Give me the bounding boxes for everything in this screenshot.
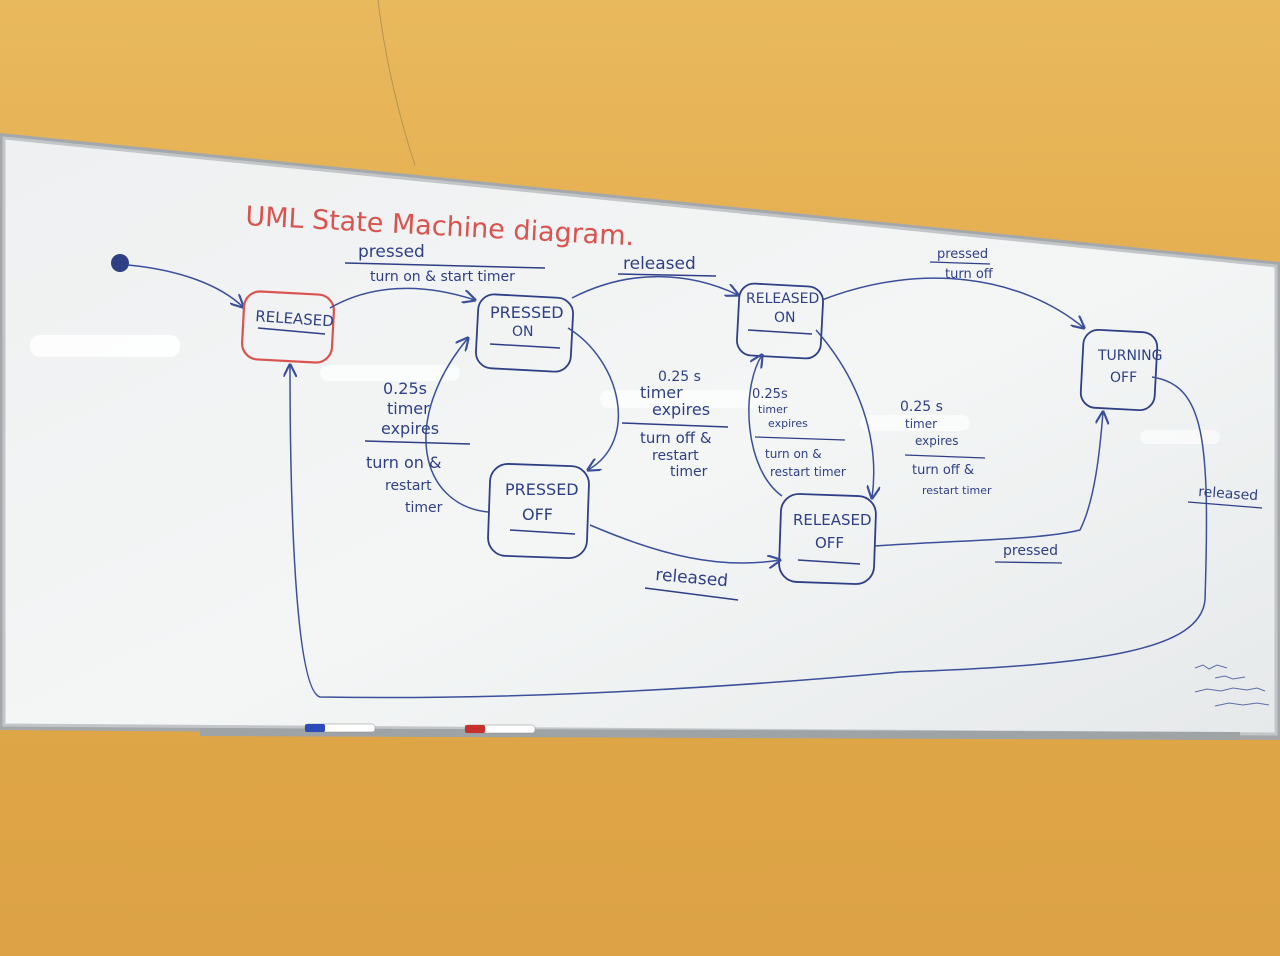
state-released-label: RELEASED bbox=[255, 307, 335, 330]
state-released-on: RELEASED ON bbox=[736, 282, 824, 360]
state-turning-off-label-2: OFF bbox=[1110, 370, 1137, 386]
light-glare bbox=[320, 365, 460, 381]
state-pressed-on-label-2: ON bbox=[512, 324, 534, 340]
label-left-1: 0.25s bbox=[383, 379, 427, 398]
state-released-on-label-2: ON bbox=[774, 310, 796, 326]
state-released-off-label-2: OFF bbox=[815, 534, 844, 552]
scribbled-notes bbox=[1194, 664, 1270, 707]
label-turn-on-start-timer: turn on & start timer bbox=[370, 269, 515, 285]
label-roff-5: restart timer bbox=[922, 484, 992, 497]
state-pressed-on-label-1: PRESSED bbox=[490, 303, 564, 322]
label-left-6: timer bbox=[405, 500, 443, 516]
state-released-off-label-1: RELEASED bbox=[793, 511, 872, 529]
arrow-released-on-to-released-off bbox=[815, 329, 874, 498]
arrow-released-to-pressed-on bbox=[329, 287, 475, 309]
light-glare bbox=[30, 335, 180, 357]
label-center-5: restart bbox=[652, 448, 699, 464]
label-ron-3: expires bbox=[768, 417, 808, 430]
arrow-released-on-to-turning-off bbox=[821, 277, 1084, 328]
transition-arrows bbox=[290, 275, 1208, 699]
label-ron-5: restart timer bbox=[770, 465, 846, 479]
label-pressed-2: pressed bbox=[1003, 543, 1058, 559]
light-glare bbox=[1140, 430, 1220, 444]
hanging-string bbox=[377, 0, 416, 166]
transition-labels: pressed turn on & start timer released p… bbox=[344, 242, 1263, 601]
label-center-6: timer bbox=[670, 464, 708, 480]
label-left-4: turn on & bbox=[366, 453, 441, 472]
initial-state-dot bbox=[111, 254, 129, 272]
label-center-1: 0.25 s bbox=[658, 369, 701, 385]
arrow-pressed-on-to-pressed-off bbox=[567, 327, 620, 470]
arrow-turning-off-to-released bbox=[290, 365, 1208, 699]
state-turning-off-label-1: TURNING bbox=[1097, 348, 1162, 364]
label-roff-1: 0.25 s bbox=[900, 399, 943, 415]
label-center-3: expires bbox=[652, 400, 710, 419]
state-pressed-off-label-2: OFF bbox=[522, 505, 553, 524]
arrow-pressed-off-to-released-off bbox=[589, 524, 780, 563]
initial-transition-arrow bbox=[127, 264, 243, 307]
label-roff-3: expires bbox=[915, 434, 959, 448]
label-roff-2: timer bbox=[905, 417, 937, 431]
label-pressed: pressed bbox=[358, 242, 425, 262]
whiteboard bbox=[0, 133, 1280, 740]
state-pressed-off: PRESSED OFF bbox=[487, 463, 590, 559]
label-ron-4: turn on & bbox=[765, 447, 822, 461]
label-ron-1: 0.25s bbox=[752, 387, 788, 402]
arrow-pressed-off-to-pressed-on bbox=[425, 338, 489, 513]
label-left-2: timer bbox=[387, 399, 430, 418]
label-center-4: turn off & bbox=[640, 429, 712, 447]
pen-tray bbox=[200, 728, 1240, 740]
label-pressed-turnoff-1: pressed bbox=[937, 247, 988, 262]
state-released-on-label-1: RELEASED bbox=[746, 291, 819, 307]
light-glare bbox=[860, 415, 970, 431]
arrow-released-off-to-turning-off bbox=[874, 412, 1103, 547]
label-ron-2: timer bbox=[758, 403, 788, 416]
arrow-pressed-on-to-released-on bbox=[571, 275, 738, 299]
light-glare bbox=[600, 390, 770, 408]
label-released-1: released bbox=[623, 254, 696, 274]
label-pressed-turnoff-2: turn off bbox=[945, 267, 994, 282]
state-released: RELEASED bbox=[240, 290, 336, 364]
label-left-5: restart bbox=[385, 478, 432, 494]
state-released-off: RELEASED OFF bbox=[778, 493, 877, 585]
arrow-released-off-to-released-on bbox=[748, 355, 783, 497]
marker-cap-red bbox=[465, 725, 485, 733]
state-pressed-off-label-1: PRESSED bbox=[505, 480, 579, 499]
state-pressed-on: PRESSED ON bbox=[475, 293, 574, 373]
label-left-3: expires bbox=[381, 419, 439, 438]
label-roff-4: turn off & bbox=[912, 463, 974, 478]
state-turning-off: TURNING OFF bbox=[1079, 328, 1162, 412]
label-center-2: timer bbox=[640, 383, 683, 402]
label-released-3: released bbox=[1198, 484, 1259, 504]
marker-cap-blue bbox=[305, 724, 325, 732]
